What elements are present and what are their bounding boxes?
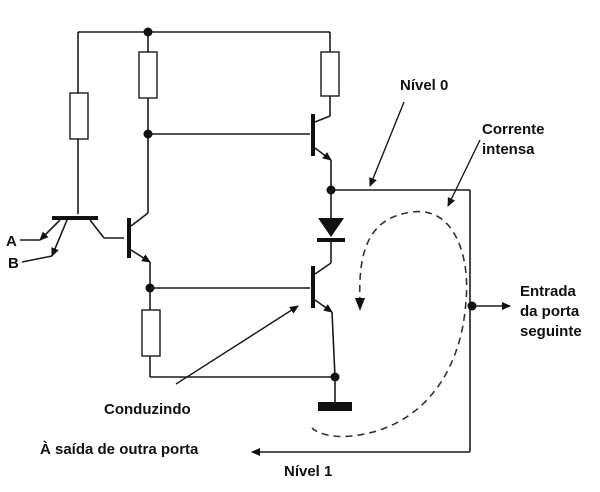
nivel-0-label: Nível 0 bbox=[400, 77, 448, 94]
input-transistor bbox=[20, 216, 124, 263]
resistor-r3 bbox=[320, 32, 340, 116]
nivel-1-label: Nível 1 bbox=[284, 463, 332, 480]
resistor-r1 bbox=[69, 32, 89, 214]
saida-outra-porta-label: À saída de outra porta bbox=[40, 441, 199, 458]
corrente-intensa-label-line1: Corrente bbox=[482, 121, 545, 138]
ground-symbol bbox=[318, 402, 352, 411]
entrada-label-line3: seguinte bbox=[520, 323, 582, 340]
phase-splitter-transistor bbox=[127, 212, 155, 310]
input-b-label: B bbox=[8, 255, 19, 272]
entrada-label-line2: da porta bbox=[520, 303, 580, 320]
entrada-label-line1: Entrada bbox=[520, 283, 577, 300]
supply-rail bbox=[78, 27, 330, 37]
corrente-intensa-label-line2: intensa bbox=[482, 141, 535, 158]
current-flow-path bbox=[311, 210, 468, 438]
resistor-r4 bbox=[141, 309, 335, 378]
annotation-arrows bbox=[175, 101, 481, 385]
input-a-label: A bbox=[6, 233, 17, 250]
output-bus bbox=[251, 189, 511, 456]
upper-output-transistor bbox=[148, 114, 336, 195]
conduzindo-label: Conduzindo bbox=[104, 401, 191, 418]
resistor-r2 bbox=[138, 32, 158, 213]
lower-output-transistor bbox=[150, 262, 340, 402]
diode bbox=[317, 190, 345, 263]
